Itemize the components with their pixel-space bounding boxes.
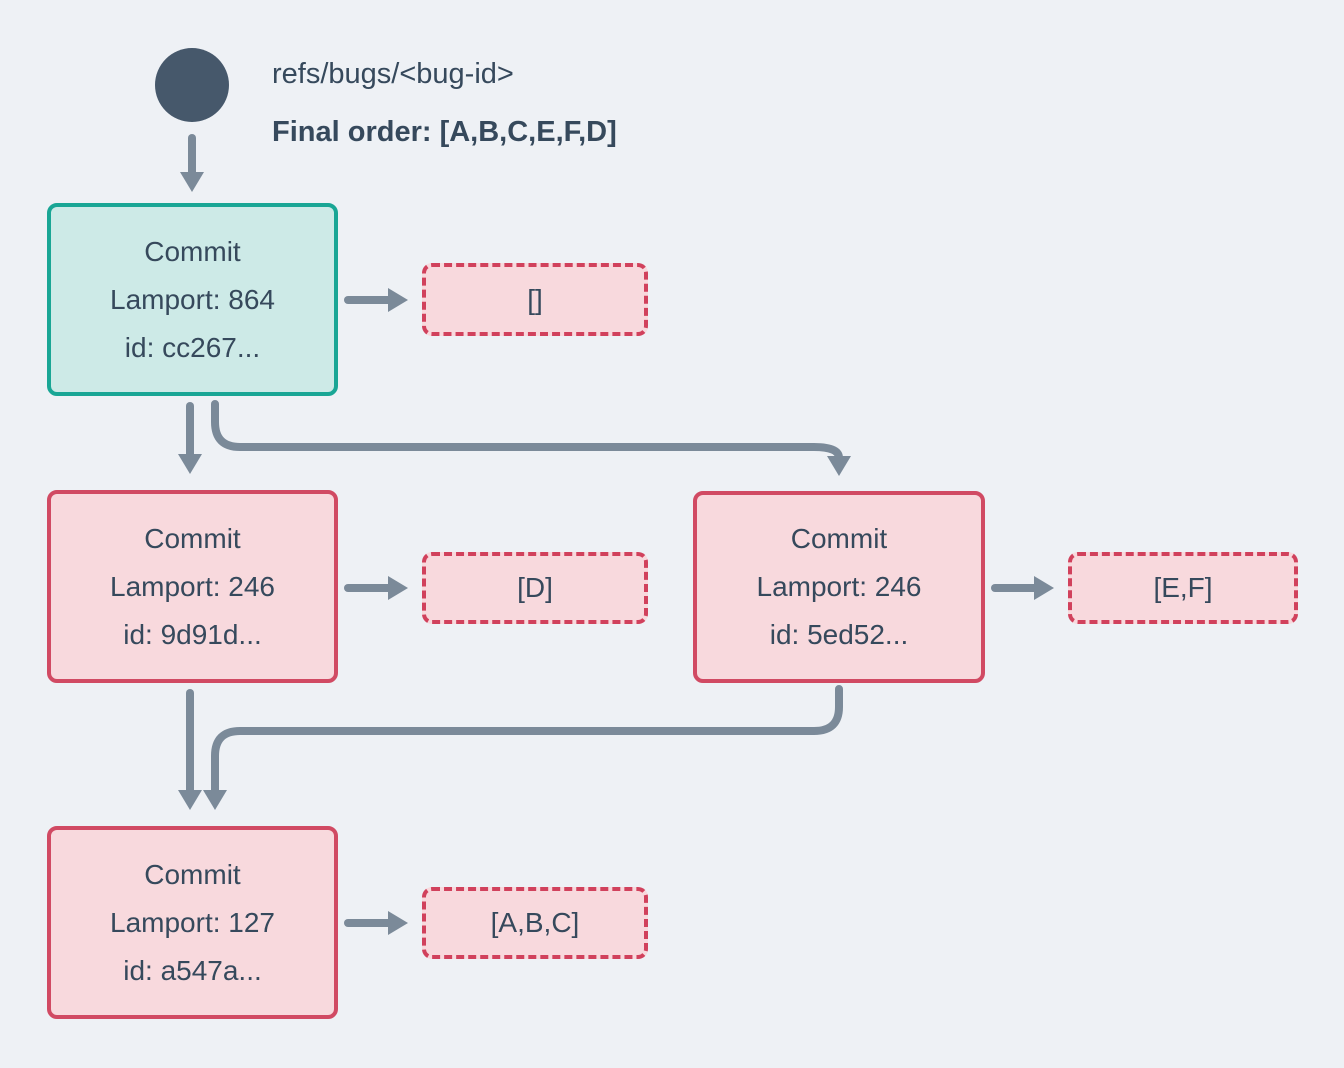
edge-root-to-right-commit [211, 400, 851, 476]
edge-right-commit-to-bottom [203, 685, 843, 810]
commit-title: Commit [144, 235, 241, 267]
commit-title: Commit [144, 522, 241, 554]
payload-value: [D] [517, 572, 553, 603]
commit-box-left: Commit Lamport: 246 id: 9d91d... [47, 490, 338, 683]
payload-value: [] [527, 283, 543, 315]
commit-lamport: Lamport: 246 [110, 570, 275, 602]
payload-box-bottom: [A,B,C] [422, 887, 648, 959]
commit-id: id: cc267... [124, 331, 261, 363]
commit-lamport: Lamport: 864 [110, 283, 275, 315]
commit-id: id: 5ed52... [769, 619, 909, 650]
payload-value: [E,F] [1153, 572, 1213, 603]
commit-title: Commit [790, 523, 888, 554]
payload-value: [A,B,C] [490, 907, 580, 938]
ref-label: refs/bugs/<bug-id> [272, 58, 514, 90]
payload-box-right: [E,F] [1068, 552, 1298, 624]
commit-lamport: Lamport: 127 [110, 906, 275, 938]
commit-box-right: Commit Lamport: 246 id: 5ed52... [693, 491, 985, 683]
commit-box-bottom: Commit Lamport: 127 id: a547a... [47, 826, 338, 1019]
commit-id: id: a547a... [123, 954, 262, 986]
commit-id: id: 9d91d... [123, 618, 262, 650]
payload-box-root: [] [422, 263, 648, 336]
commit-box-root: Commit Lamport: 864 id: cc267... [47, 203, 338, 396]
commit-title: Commit [144, 858, 241, 890]
final-order-label: Final order: [A,B,C,E,F,D] [272, 116, 617, 148]
ref-node-circle [155, 48, 229, 122]
payload-box-left: [D] [422, 552, 648, 624]
commit-lamport: Lamport: 246 [756, 571, 922, 602]
